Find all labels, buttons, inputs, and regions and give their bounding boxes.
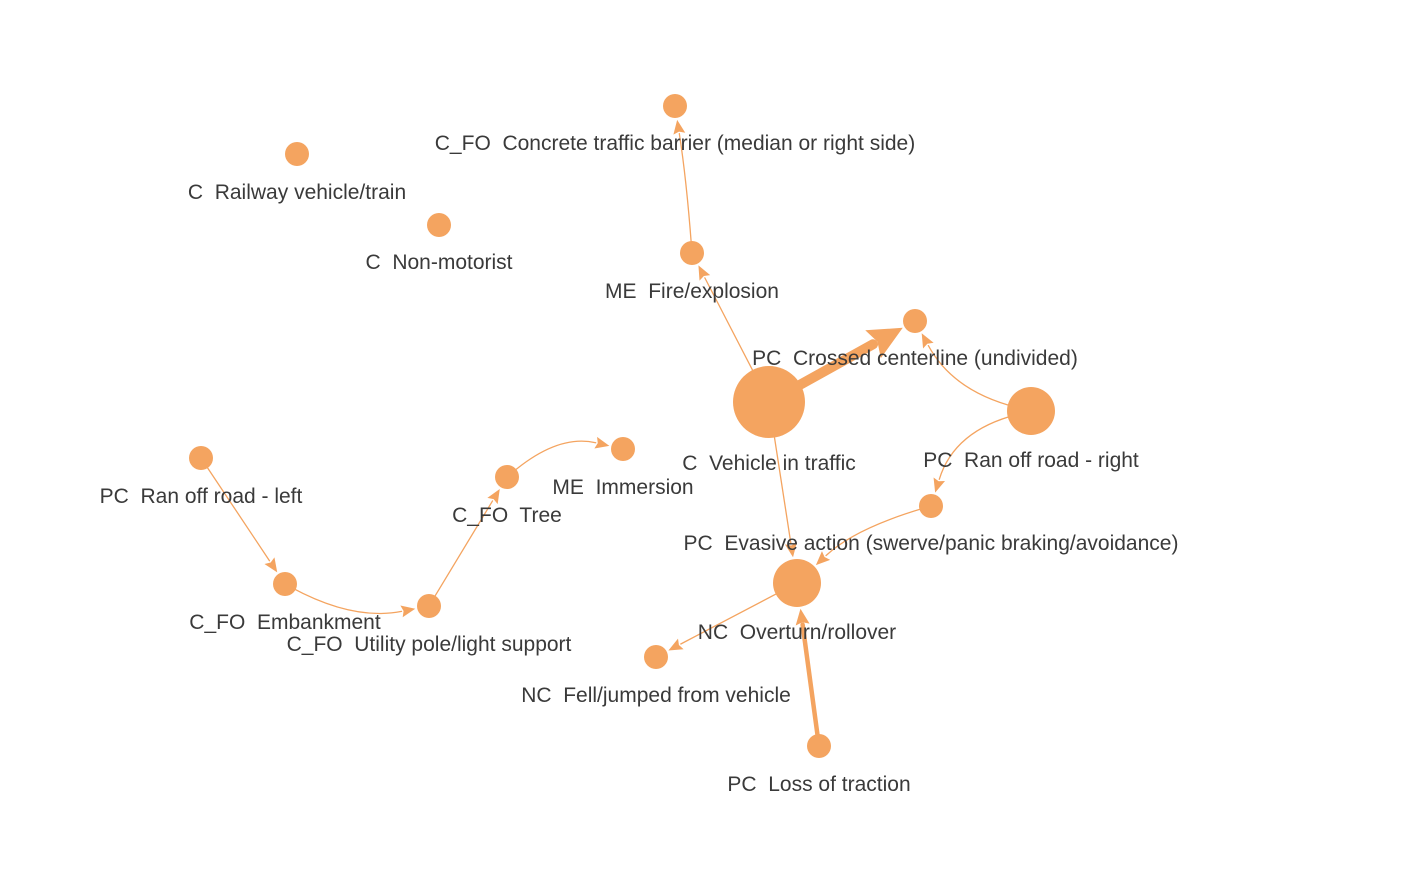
edge-embankment-to-utility <box>290 586 403 615</box>
arrowhead-crossed <box>865 327 903 359</box>
node-tree[interactable] <box>495 465 519 489</box>
edge-tree-to-immersion <box>511 440 597 474</box>
node-evasive[interactable] <box>919 494 943 518</box>
node-label-overturn: NC Overturn/rollover <box>698 621 896 644</box>
arrowhead-crossed <box>921 333 934 349</box>
node-ranleft[interactable] <box>189 446 213 470</box>
arrowhead-fell <box>668 638 684 651</box>
node-label-fire: ME Fire/explosion <box>605 280 779 303</box>
node-label-fell: NC Fell/jumped from vehicle <box>521 684 791 707</box>
edge-utility-to-tree <box>432 500 494 601</box>
arrowhead-tree <box>487 488 500 505</box>
node-label-concrete: C_FO Concrete traffic barrier (median or… <box>435 132 915 155</box>
node-label-ranright: PC Ran off road - right <box>923 449 1139 472</box>
edge-fire-to-concrete <box>678 133 693 247</box>
node-nonmotorist[interactable] <box>427 213 451 237</box>
node-label-immersion: ME Immersion <box>552 476 693 499</box>
edge-ranright-to-crossed <box>927 344 1018 409</box>
node-crossed[interactable] <box>903 309 927 333</box>
edge-ranleft-to-embankment <box>204 463 271 562</box>
node-label-traction: PC Loss of traction <box>727 773 910 796</box>
arrowhead-overturn <box>815 551 831 566</box>
node-label-ranleft: PC Ran off road - left <box>100 485 303 508</box>
node-traction[interactable] <box>807 734 831 758</box>
edge-vehicle-to-overturn <box>771 422 792 545</box>
node-fire[interactable] <box>680 241 704 265</box>
arrowhead-utility <box>400 605 416 618</box>
node-label-vehicle: C Vehicle in traffic <box>682 452 856 475</box>
node-label-tree: C_FO Tree <box>452 504 562 527</box>
node-label-embankment: C_FO Embankment <box>189 611 381 634</box>
node-label-nonmotorist: C Non-motorist <box>365 251 512 274</box>
node-label-utility: C_FO Utility pole/light support <box>287 633 572 656</box>
node-railway[interactable] <box>285 142 309 166</box>
node-concrete[interactable] <box>663 94 687 118</box>
arrowhead-overturn <box>795 608 810 626</box>
node-immersion[interactable] <box>611 437 635 461</box>
node-ranright[interactable] <box>1007 387 1055 435</box>
edge-ranright-to-evasive <box>938 413 1018 480</box>
node-utility[interactable] <box>417 594 441 618</box>
node-embankment[interactable] <box>273 572 297 596</box>
node-fell[interactable] <box>644 645 668 669</box>
label-layer: C_FO Concrete traffic barrier (median or… <box>100 132 1179 796</box>
node-label-railway: C Railway vehicle/train <box>188 181 406 204</box>
node-label-crossed: PC Crossed centerline (undivided) <box>752 347 1078 370</box>
node-vehicle[interactable] <box>733 366 805 438</box>
arrowhead-evasive <box>933 477 946 493</box>
arrowhead-concrete <box>673 119 686 135</box>
edge-evasive-to-overturn <box>825 507 925 557</box>
node-layer <box>189 94 1055 758</box>
arrowhead-immersion <box>594 436 610 449</box>
arrowhead-embankment <box>264 557 278 573</box>
edge-overturn-to-fell <box>680 589 785 645</box>
arrowhead-overturn <box>784 542 797 558</box>
arrowhead-fire <box>698 265 711 281</box>
edge-traction-to-overturn <box>800 622 821 742</box>
node-label-evasive: PC Evasive action (swerve/panic braking/… <box>684 532 1179 555</box>
node-overturn[interactable] <box>773 559 821 607</box>
